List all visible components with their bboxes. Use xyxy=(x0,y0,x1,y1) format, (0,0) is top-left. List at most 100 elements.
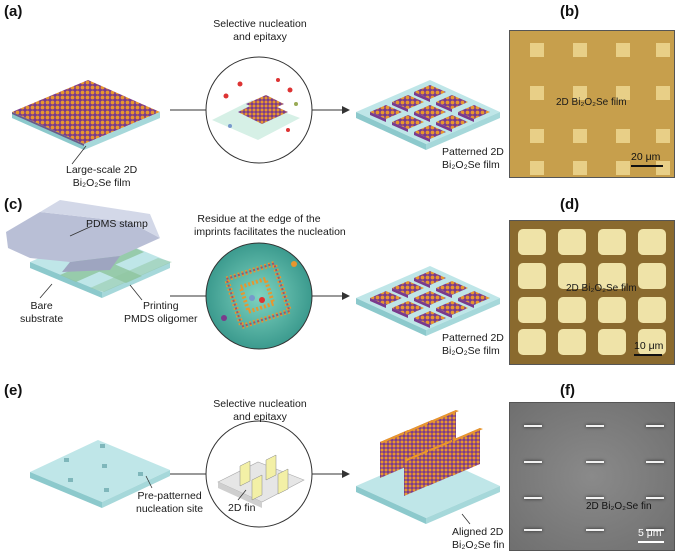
micrograph-d-square xyxy=(638,297,666,323)
micrograph-b-annotation: 2D Bi₂O₂Se film xyxy=(556,97,627,108)
pattern-square-edge xyxy=(458,112,474,122)
fin-top xyxy=(428,438,459,451)
fin-top xyxy=(452,428,483,441)
process-title-c-line2: imprints facilitates the nucleation xyxy=(194,225,346,238)
micrograph-b-square xyxy=(573,86,587,100)
micrograph-f-fin xyxy=(586,425,604,427)
micrograph-d-square xyxy=(598,297,626,323)
site-caption: Pre-patterned nucleation site xyxy=(136,490,203,515)
fin-top xyxy=(404,420,435,433)
fin-caption-leader xyxy=(461,513,471,525)
process-title-a-line1: Selective nucleation xyxy=(213,18,307,30)
pattern-square-edge xyxy=(392,122,408,132)
fin xyxy=(428,438,456,486)
micrograph-d-square xyxy=(518,229,546,255)
nucleation-circle-a xyxy=(205,56,313,164)
micrograph-b-square xyxy=(656,161,670,175)
micrograph-b-square xyxy=(616,43,630,57)
panel-label-f: (f) xyxy=(560,382,575,399)
process-title-e: Selective nucleation and epitaxy xyxy=(210,398,310,423)
micrograph-f-annotation: 2D Bi₂O₂Se fin xyxy=(586,501,652,512)
micrograph-b xyxy=(509,30,675,178)
micrograph-b-square xyxy=(616,86,630,100)
pattern-square-edge xyxy=(414,92,430,102)
stamp-label: PDMS stamp xyxy=(86,218,148,230)
film-caption-line1: Large-scale 2D xyxy=(66,164,138,176)
process-title-c-line1: Residue at the edge of the xyxy=(197,213,321,225)
panel-label-b: (b) xyxy=(560,3,580,20)
pattern-squares-a xyxy=(370,85,490,142)
bare-leader xyxy=(39,283,53,299)
micrograph-d-square xyxy=(518,297,546,323)
panel-label-e: (e) xyxy=(4,382,23,399)
bare-label: Bare substrate xyxy=(20,300,63,325)
micrograph-f-fin xyxy=(646,529,664,531)
result-caption-e: Aligned 2D Bi₂O₂Se fin xyxy=(452,526,505,551)
pattern-square-edge xyxy=(436,288,452,298)
nucleation-circle-e xyxy=(205,420,313,528)
micrograph-f-fin xyxy=(646,461,664,463)
pattern-square-edge xyxy=(414,278,430,288)
pdms-stamp xyxy=(6,200,160,272)
panel-label-d: (d) xyxy=(560,196,580,213)
micrograph-d-square xyxy=(558,297,586,323)
micrograph-b-square xyxy=(656,86,670,100)
fin-label: 2D fin xyxy=(228,502,256,514)
pattern-square-edge xyxy=(458,298,474,308)
pattern-square-edge xyxy=(414,112,430,122)
pattern-square-edge xyxy=(414,298,430,308)
scale-bar-f xyxy=(638,541,664,543)
pattern-square-edge xyxy=(436,122,452,132)
site-leader xyxy=(145,475,153,489)
pattern-square-edge xyxy=(414,132,430,142)
pattern-squares-c xyxy=(370,271,490,328)
pattern-square-edge xyxy=(392,288,408,298)
result-caption-a: Patterned 2D Bi₂O₂Se film xyxy=(442,146,504,171)
micrograph-b-square xyxy=(573,161,587,175)
micrograph-f-fin xyxy=(524,529,542,531)
fin xyxy=(404,448,432,496)
micrograph-d-square xyxy=(638,263,666,289)
pattern-square-edge xyxy=(436,102,452,112)
scale-bar-d xyxy=(634,354,662,356)
result-caption-a-line1: Patterned 2D xyxy=(442,146,504,158)
result-caption-c: Patterned 2D Bi₂O₂Se film xyxy=(442,332,504,357)
micrograph-b-square xyxy=(656,43,670,57)
micrograph-f-fin xyxy=(586,497,604,499)
result-caption-c-line1: Patterned 2D xyxy=(442,332,504,344)
micrograph-d-square xyxy=(638,329,666,355)
pattern-square-edge xyxy=(392,308,408,318)
micrograph-d-square xyxy=(558,263,586,289)
scale-text-d: 10 μm xyxy=(634,340,664,352)
pattern-square-edge xyxy=(370,112,386,122)
process-title-e-line1: Selective nucleation xyxy=(213,398,307,410)
fin-leader xyxy=(237,489,247,501)
micrograph-d-square xyxy=(518,329,546,355)
pattern-square-edge xyxy=(392,102,408,112)
micrograph-b-square xyxy=(530,43,544,57)
site-caption-line2: nucleation site xyxy=(136,502,204,515)
print-leader xyxy=(129,284,143,301)
scale-bar-b xyxy=(631,165,663,167)
film-caption-leader xyxy=(71,145,87,165)
panel-label-c: (c) xyxy=(4,196,23,213)
micrograph-f-fin xyxy=(524,425,542,427)
process-title-a-line2: and epitaxy xyxy=(233,30,287,43)
scale-text-f: 5 μm xyxy=(638,527,662,539)
fin xyxy=(380,430,408,478)
micrograph-b-square xyxy=(530,161,544,175)
fin-top xyxy=(404,448,435,461)
film-caption-a: Large-scale 2D Bi₂O₂Se film xyxy=(66,164,137,189)
nucleation-circle-c xyxy=(205,242,313,350)
print-label-line1: Printing xyxy=(142,300,179,312)
micrograph-d-square xyxy=(598,229,626,255)
micrograph-f-fin xyxy=(646,425,664,427)
fin-top xyxy=(428,410,459,423)
micrograph-b-square xyxy=(656,129,670,143)
aligned-fins xyxy=(380,410,483,496)
micrograph-d-square xyxy=(598,263,626,289)
scale-text-b: 20 μm xyxy=(631,151,661,163)
prepatterned-substrate xyxy=(30,440,170,508)
process-title-a: Selective nucleation and epitaxy xyxy=(210,18,310,43)
